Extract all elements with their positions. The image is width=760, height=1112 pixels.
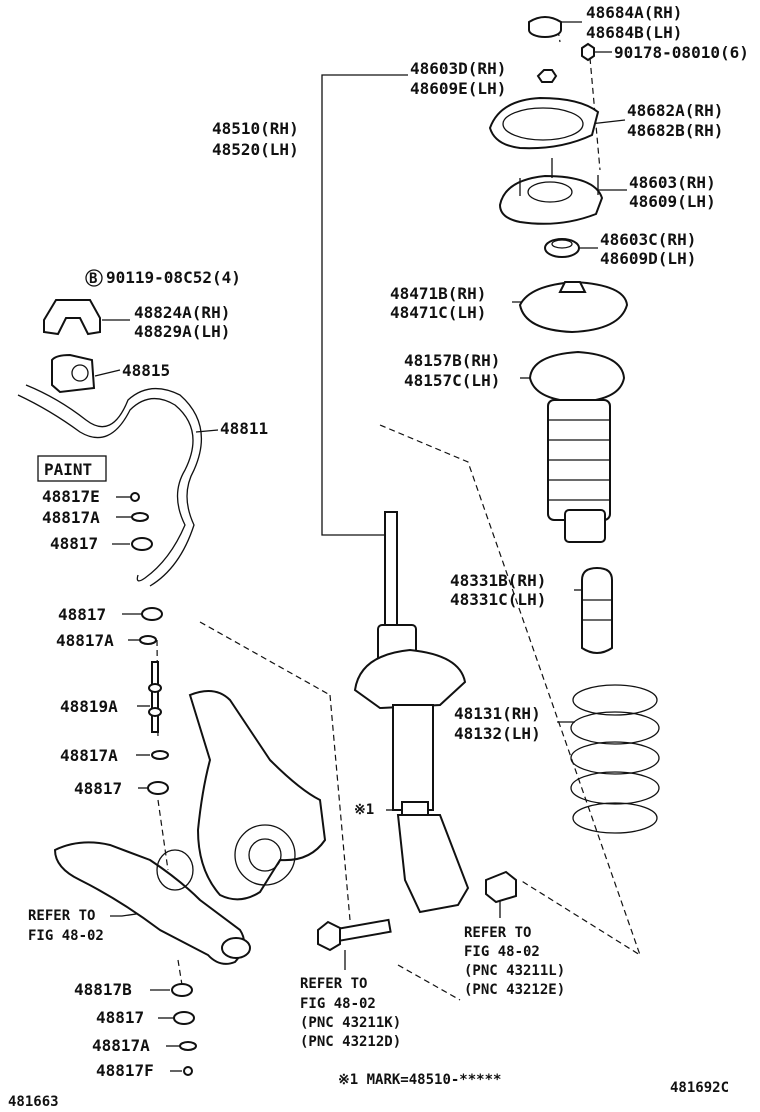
label-48157B: 48157B(RH)	[404, 351, 500, 370]
label-48603: 48603(RH)	[629, 173, 716, 192]
label-fig-1: FIG 48-02	[28, 928, 104, 944]
label-48817-2: 48817	[58, 605, 106, 624]
label-48817A-4: 48817A	[92, 1036, 150, 1055]
label-48684A: 48684A(RH)	[586, 3, 682, 22]
coil-spring-part	[570, 684, 660, 834]
label-fig-2: FIG 48-02	[464, 944, 540, 960]
label-48609: 48609(LH)	[629, 192, 716, 211]
label-48331B: 48331B(RH)	[450, 571, 546, 590]
label-pnc-3a: (PNC 43211K)	[300, 1015, 401, 1031]
steering-knuckle-part	[188, 690, 327, 901]
label-bolt-b: B	[89, 271, 97, 287]
bump-stopper-part	[581, 566, 613, 654]
label-48609D: 48609D(LH)	[600, 249, 696, 268]
stabilizer-link-part	[148, 661, 162, 733]
label-48471B: 48471B(RH)	[390, 284, 486, 303]
label-mark-ref: ※1	[354, 802, 374, 818]
label-pnc-3b: (PNC 43212D)	[300, 1034, 401, 1050]
label-48603C: 48603C(RH)	[600, 230, 696, 249]
stabilizer-bracket-part	[43, 299, 101, 336]
paint-box	[37, 455, 107, 482]
label-refer-to-1: REFER TO	[28, 908, 95, 924]
label-48157C: 48157C(LH)	[404, 371, 500, 390]
label-48684B: 48684B(LH)	[586, 23, 682, 42]
label-48817A-1: 48817A	[42, 508, 100, 527]
label-refer-to-3: REFER TO	[300, 976, 367, 992]
label-pnc-2a: (PNC 43211L)	[464, 963, 565, 979]
label-48829A: 48829A(LH)	[134, 322, 230, 341]
label-48603D: 48603D(RH)	[410, 59, 506, 78]
gasket-part	[488, 96, 600, 150]
nut-part	[536, 69, 558, 83]
label-48609E: 48609E(LH)	[410, 79, 506, 98]
shock-absorber-part	[353, 511, 470, 914]
label-48815: 48815	[122, 361, 170, 380]
label-48817E: 48817E	[42, 487, 100, 506]
label-48817-3: 48817	[74, 779, 122, 798]
label-48817-4: 48817	[96, 1008, 144, 1027]
dust-cap-part	[528, 16, 562, 38]
lower-arm-part	[53, 841, 251, 965]
label-48811: 48811	[220, 419, 268, 438]
mark-note: ※1 MARK=48510-*****	[338, 1072, 501, 1088]
label-48824A: 48824A(RH)	[134, 303, 230, 322]
diagram-code-left: 481663	[8, 1094, 59, 1110]
label-48817F: 48817F	[96, 1061, 154, 1080]
label-fig-3: FIG 48-02	[300, 996, 376, 1012]
label-paint: PAINT	[44, 460, 92, 479]
stabilizer-bar-part	[17, 384, 203, 587]
spring-seat-part	[518, 280, 629, 334]
label-90178: 90178-08010(6)	[614, 43, 749, 62]
label-48682B: 48682B(RH)	[627, 121, 723, 140]
mounting-nut-part	[485, 870, 517, 904]
suspension-support-part	[498, 158, 604, 225]
label-48331C: 48331C(LH)	[450, 590, 546, 609]
label-48510: 48510(RH)	[212, 119, 299, 138]
label-48132: 48132(LH)	[454, 724, 541, 743]
label-refer-to-2: REFER TO	[464, 925, 531, 941]
label-pnc-2b: (PNC 43212E)	[464, 982, 565, 998]
bolt-b-marker-icon	[85, 269, 103, 287]
stabilizer-hardware-part	[130, 492, 197, 1076]
mounting-bolt-part	[317, 918, 392, 952]
label-48131: 48131(RH)	[454, 704, 541, 723]
flange-nut-part	[581, 42, 595, 62]
label-48817A-3: 48817A	[60, 746, 118, 765]
label-48682A: 48682A(RH)	[627, 101, 723, 120]
label-48817-1: 48817	[50, 534, 98, 553]
label-48471C: 48471C(LH)	[390, 303, 486, 322]
stabilizer-bushing-part	[51, 353, 96, 394]
dust-boot-part	[528, 350, 626, 543]
bearing-part	[544, 238, 580, 258]
label-48520: 48520(LH)	[212, 140, 299, 159]
part-labels: 48684A(RH) 48684B(LH) 90178-08010(6) 486…	[8, 3, 749, 1110]
label-48817B: 48817B	[74, 980, 132, 999]
label-90119: 90119-08C52(4)	[106, 268, 241, 287]
label-48819A: 48819A	[60, 697, 118, 716]
label-48817A-2: 48817A	[56, 631, 114, 650]
diagram-code-right: 481692C	[670, 1080, 729, 1096]
